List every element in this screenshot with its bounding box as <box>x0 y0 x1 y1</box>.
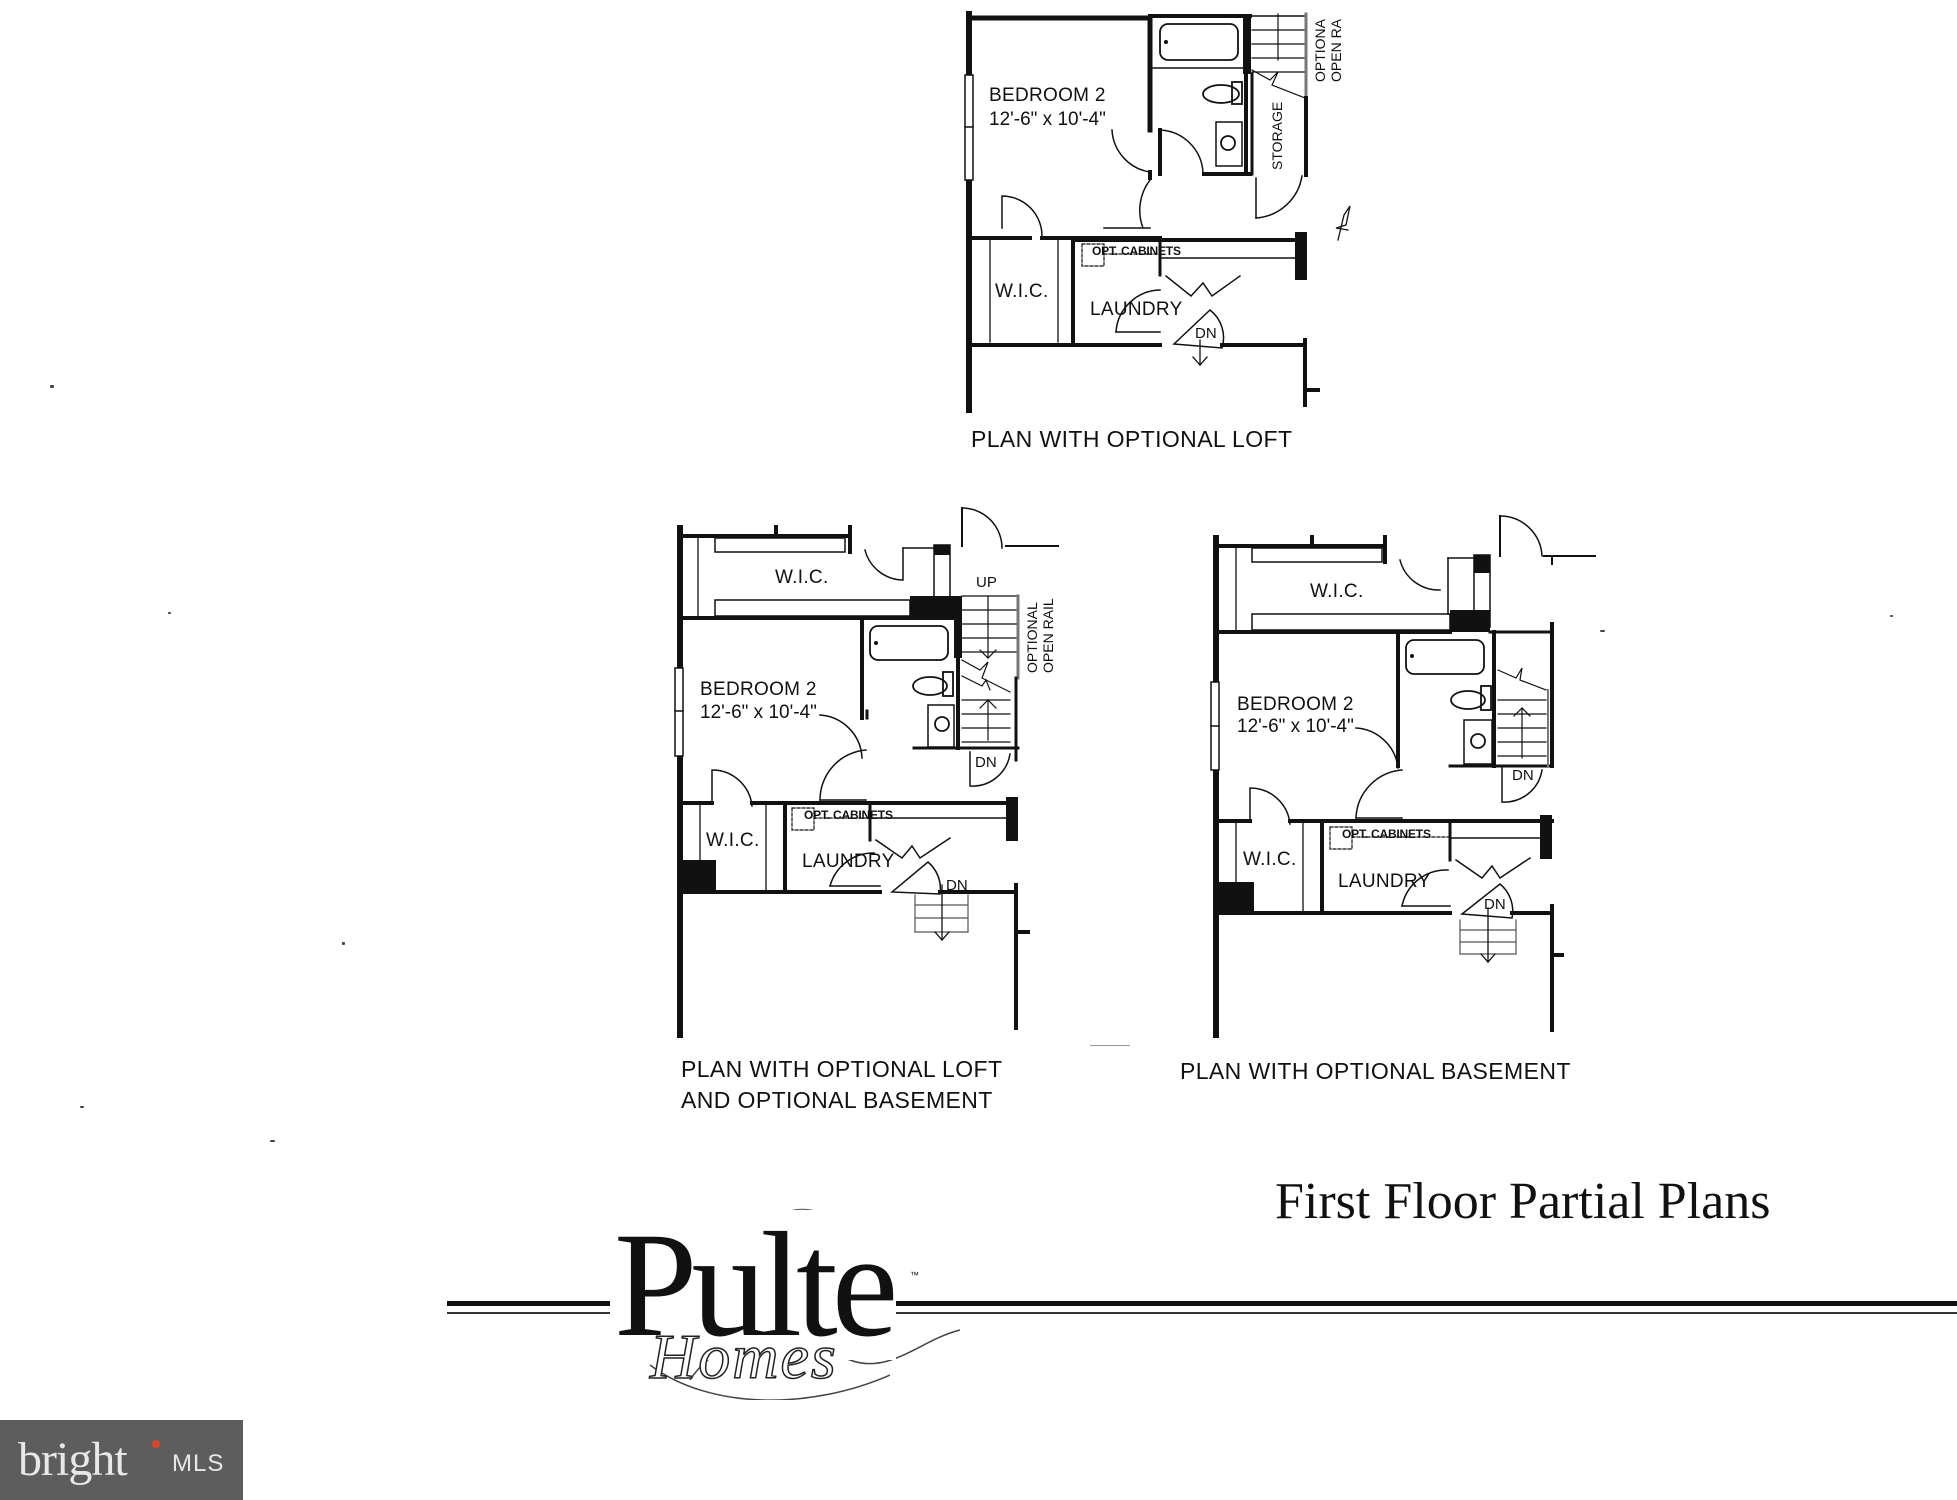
scan-speck <box>1090 1045 1130 1046</box>
basement-stair-down-label: DN <box>946 877 968 894</box>
plan-optional-loft-and-basement: W.I.C. UP OPTIONAL OPEN RAIL BEDROOM 2 1… <box>670 500 1090 1060</box>
room-dimension-bedroom: 12'-6" x 10'-4" <box>989 109 1106 130</box>
stair-up-label: UP <box>976 574 997 591</box>
brand-trademark: ™ <box>910 1270 919 1280</box>
watermark-text: bright <box>18 1433 128 1486</box>
scan-speck <box>342 942 345 945</box>
plan-caption-loft-and-basement: PLAN WITH OPTIONAL LOFT AND OPTIONAL BAS… <box>681 1054 1002 1116</box>
brand-logo: Pulte ™ Homes <box>590 1170 970 1400</box>
opt-cabinets-label: OPT. CABINETS <box>1342 827 1431 841</box>
document-title: First Floor Partial Plans <box>1275 1173 1771 1230</box>
room-label-wic-top: W.I.C. <box>1310 581 1364 602</box>
plan-optional-loft: BEDROOM 2 12'-6" x 10'-4" STORAGE OPTION… <box>960 0 1360 460</box>
room-dimension-bedroom: 12'-6" x 10'-4" <box>700 702 817 723</box>
room-label-bedroom: BEDROOM 2 <box>989 85 1106 106</box>
room-label-wic-top: W.I.C. <box>775 567 829 588</box>
room-label-wic: W.I.C. <box>706 830 760 851</box>
room-label-laundry: LAUNDRY <box>1090 299 1183 320</box>
floor-plan-drawing <box>674 507 1059 1038</box>
brand-name: Pulte <box>610 1210 898 1360</box>
room-label-bedroom: BEDROOM 2 <box>700 679 817 700</box>
bright-mls-watermark: bright MLS <box>0 1420 243 1500</box>
floor-plan-drawing <box>964 11 1351 413</box>
scan-speck <box>270 1140 275 1142</box>
stair-down-label: DN <box>975 754 997 771</box>
watermark-accent-icon <box>152 1440 160 1448</box>
floor-plan-drawing <box>1210 515 1596 1038</box>
title-rule-thick <box>447 1301 1957 1306</box>
caption-line-2: AND OPTIONAL BASEMENT <box>681 1087 993 1113</box>
room-label-laundry: LAUNDRY <box>802 851 895 872</box>
plan-caption-optional-basement: PLAN WITH OPTIONAL BASEMENT <box>1180 1058 1571 1084</box>
scan-speck <box>50 385 54 388</box>
plan-optional-basement: W.I.C. BEDROOM 2 12'-6" x 10'-4" DN W.I.… <box>1200 510 1620 1070</box>
watermark-suffix: MLS <box>172 1450 225 1477</box>
scan-speck <box>80 1106 84 1108</box>
rail-note-line2: OPEN RAIL <box>1040 598 1056 673</box>
room-label-wic: W.I.C. <box>995 281 1049 302</box>
room-label-laundry: LAUNDRY <box>1338 871 1431 892</box>
plan-caption-optional-loft: PLAN WITH OPTIONAL LOFT <box>971 426 1293 452</box>
room-dimension-bedroom: 12'-6" x 10'-4" <box>1237 716 1354 737</box>
brand-subname: Homes <box>649 1320 838 1393</box>
scan-speck <box>1890 615 1893 617</box>
rail-note-line1: OPTIONAL <box>1024 602 1040 673</box>
room-label-wic: W.I.C. <box>1243 849 1297 870</box>
stair-down-label: DN <box>1512 767 1534 784</box>
opt-cabinets-label: OPT. CABINETS <box>804 808 893 822</box>
room-label-bedroom: BEDROOM 2 <box>1237 694 1354 715</box>
scan-speck <box>168 612 171 614</box>
room-label-storage: STORAGE <box>1269 101 1285 170</box>
title-rule-thin <box>447 1312 1957 1314</box>
scan-speck <box>1600 630 1605 632</box>
basement-stair-down-label: DN <box>1484 896 1506 913</box>
opt-cabinets-label: OPT. CABINETS <box>1092 244 1181 258</box>
rail-note-line2: OPEN RA <box>1328 18 1344 82</box>
rail-note-line1: OPTIONA <box>1312 18 1328 82</box>
stair-down-label: DN <box>1195 325 1217 342</box>
caption-line-1: PLAN WITH OPTIONAL LOFT <box>681 1056 1003 1082</box>
